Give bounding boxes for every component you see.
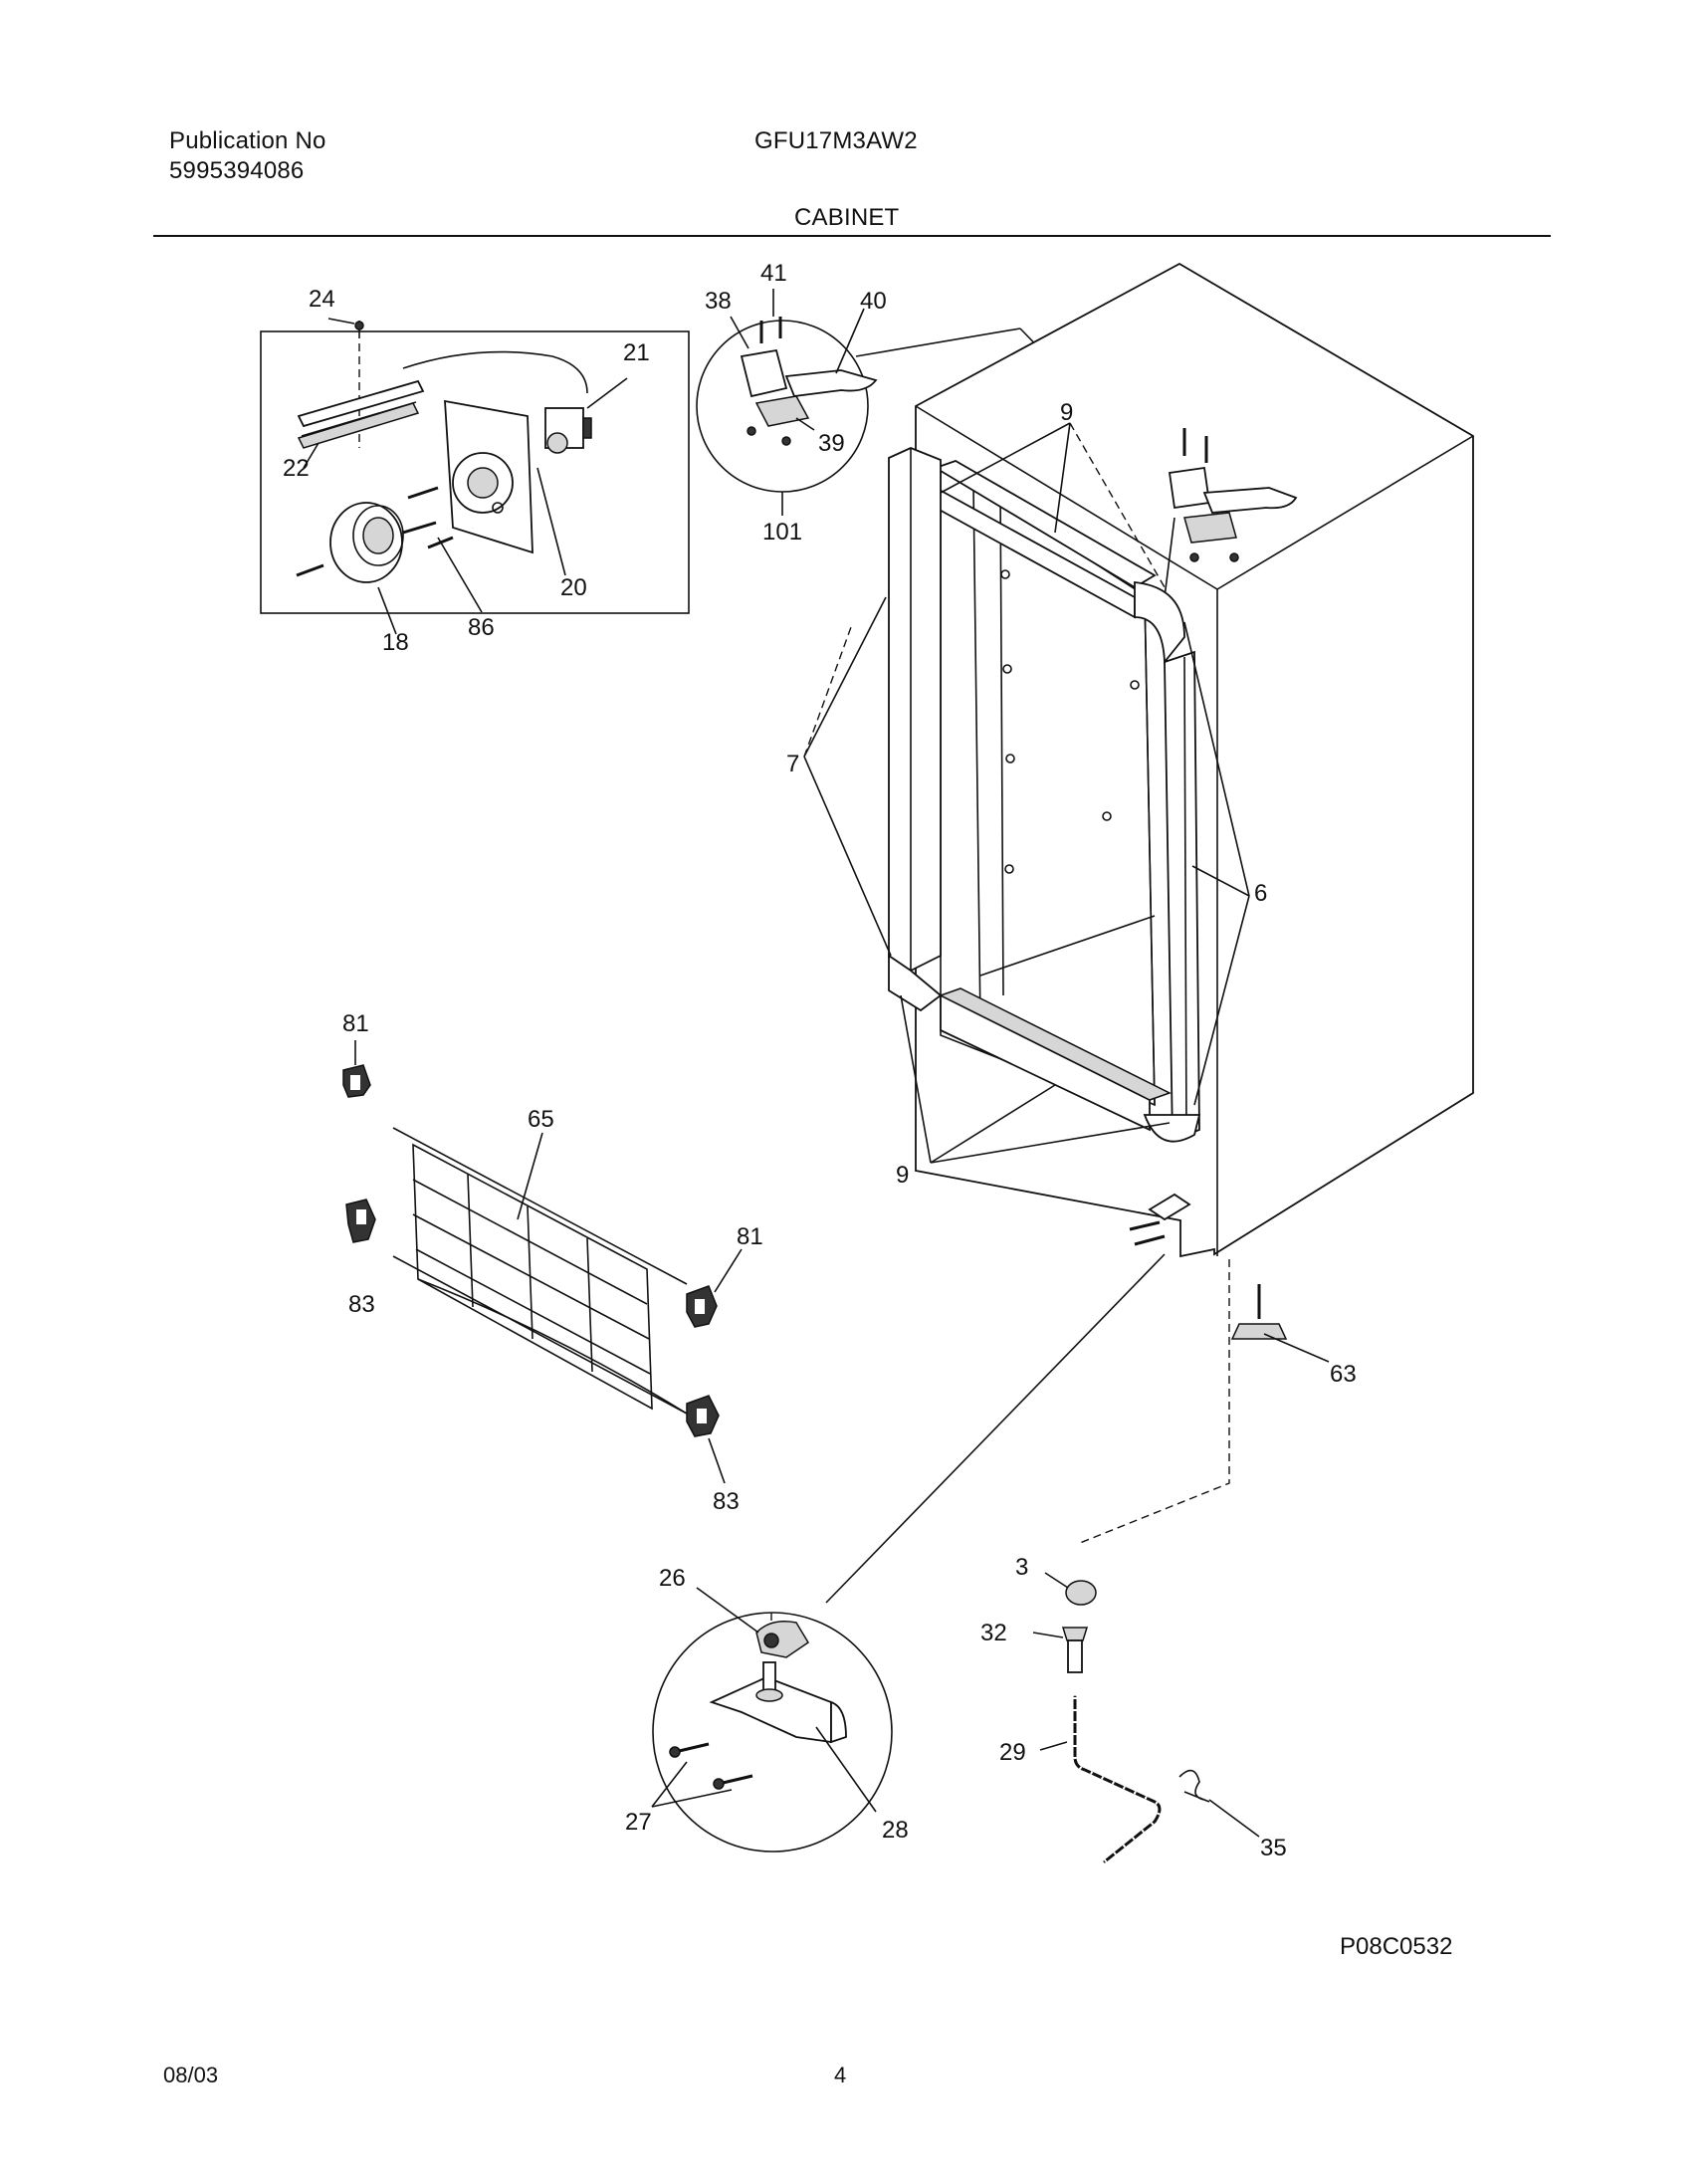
callout-83-right: 83 (713, 1488, 740, 1515)
callout-20: 20 (560, 574, 587, 601)
callout-83-left: 83 (348, 1291, 375, 1318)
callout-81-left: 81 (342, 1010, 369, 1037)
section-title: CABINET (794, 204, 900, 231)
leveling-leg-63 (1079, 1259, 1330, 1544)
clip-83-left (345, 1199, 376, 1243)
clip-83-right (686, 1395, 720, 1437)
page-number: 4 (834, 2063, 847, 2087)
callout-6: 6 (1254, 880, 1267, 907)
callout-22: 22 (283, 455, 310, 482)
bottom-hinge-inset (651, 1587, 893, 1853)
breaker-strips (803, 422, 1250, 1164)
callout-38: 38 (705, 288, 732, 315)
callout-65: 65 (528, 1106, 554, 1133)
callout-101: 101 (762, 519, 802, 546)
callout-3: 3 (1015, 1554, 1028, 1581)
callout-27: 27 (625, 1809, 652, 1836)
control-box-inset (260, 318, 690, 635)
callout-28: 28 (882, 1817, 909, 1844)
callout-9-top: 9 (1060, 399, 1073, 426)
figure-code: P08C0532 (1340, 1933, 1453, 1960)
callout-39: 39 (818, 430, 845, 457)
knob-18 (329, 502, 404, 583)
clip-81-right (686, 1285, 718, 1328)
callout-18: 18 (382, 629, 409, 656)
callout-81-right: 81 (737, 1223, 763, 1250)
footer-date: 08/03 (163, 2063, 219, 2087)
thermostat-21 (544, 407, 592, 454)
callout-21: 21 (623, 339, 650, 366)
clip-81-left (342, 1064, 371, 1098)
screw-24 (354, 321, 364, 338)
publication-label: Publication No (169, 127, 326, 154)
drain-assembly (1032, 1572, 1260, 1863)
callout-24: 24 (309, 286, 335, 313)
callout-35: 35 (1260, 1835, 1287, 1861)
header-rule (153, 235, 1551, 237)
callout-26: 26 (659, 1565, 686, 1592)
callout-32: 32 (980, 1620, 1007, 1646)
wire-basket-65 (342, 1040, 743, 1484)
callout-29: 29 (999, 1739, 1026, 1766)
callout-labels: 24 21 22 20 18 86 41 38 40 39 101 9 7 6 … (283, 260, 1357, 1861)
callout-40: 40 (860, 288, 887, 315)
bottom-hinge-on-cabinet (825, 1193, 1191, 1604)
callout-63: 63 (1330, 1361, 1357, 1388)
control-bracket-20 (444, 399, 534, 554)
callout-7: 7 (786, 751, 799, 777)
callout-9-bottom: 9 (896, 1162, 909, 1189)
heater-strip-22 (297, 379, 425, 449)
screws-86 (296, 486, 454, 577)
model-number: GFU17M3AW2 (754, 127, 918, 154)
publication-number: 5995394086 (169, 157, 305, 184)
callout-41: 41 (760, 260, 787, 287)
top-hinge-inset (696, 289, 878, 516)
callout-86: 86 (468, 614, 495, 641)
